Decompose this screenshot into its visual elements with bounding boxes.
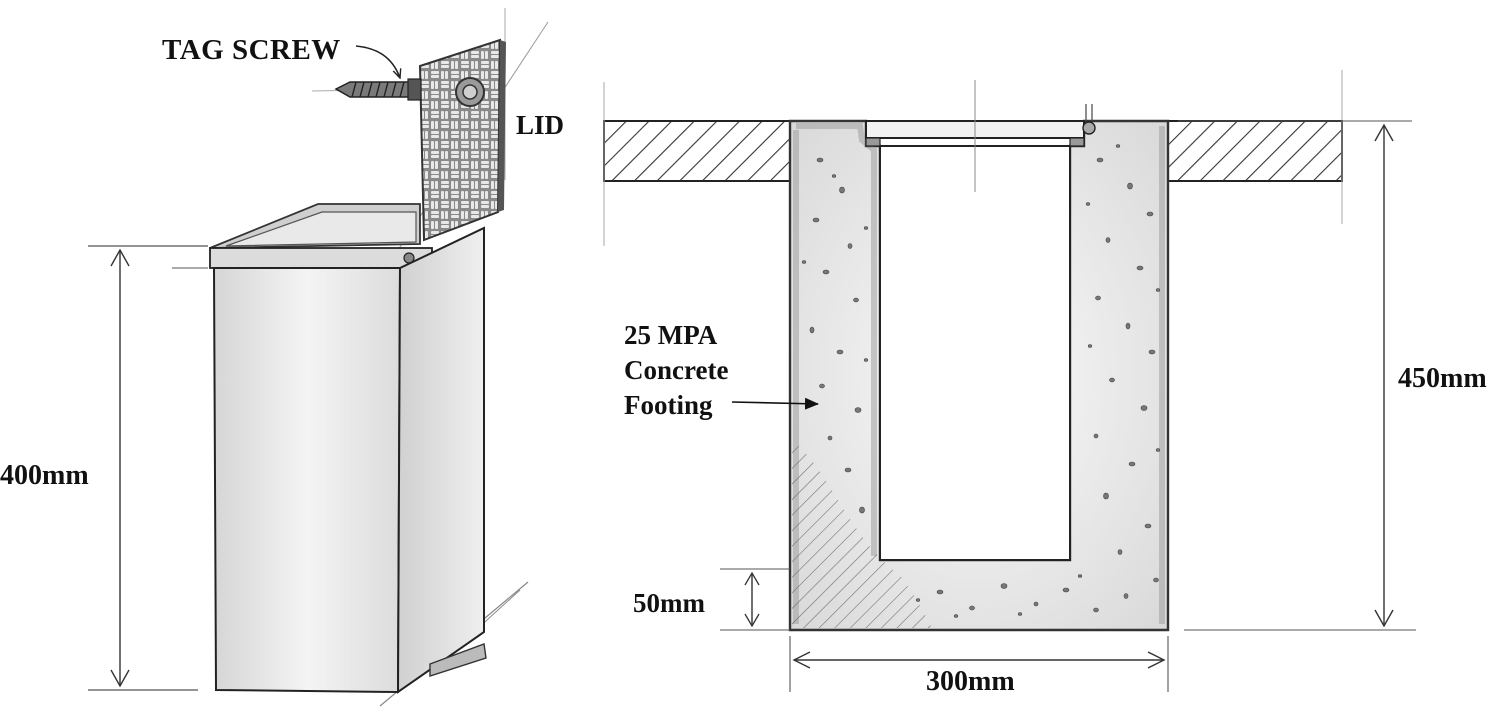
footing-width-label: 300mm xyxy=(926,666,1015,697)
concrete-label-line1: 25 MPA xyxy=(624,320,718,350)
box-height-label: 400mm xyxy=(0,460,89,491)
lid-label: LID xyxy=(516,110,565,140)
concrete-label: 25 MPA Concrete Footing xyxy=(624,318,728,423)
box-foot-tab xyxy=(429,643,487,677)
compacted-base xyxy=(792,440,932,628)
dimension-400 xyxy=(88,245,208,691)
ground-slab-right xyxy=(1167,120,1343,182)
concrete-label-line2: Concrete xyxy=(624,355,729,385)
base-thickness-label: 50mm xyxy=(633,588,705,618)
concrete-leader xyxy=(731,397,819,410)
dimension-50 xyxy=(720,568,790,631)
dimension-450 xyxy=(1178,120,1416,631)
ground-slab-left xyxy=(603,120,791,182)
tag-screw xyxy=(311,78,422,101)
footing-cross-section xyxy=(603,70,1416,692)
footing-height-label: 450mm xyxy=(1398,363,1487,394)
box-side-face xyxy=(396,226,485,694)
tag-screw-leader xyxy=(355,45,400,78)
box-cavity xyxy=(879,145,1071,561)
box-rim xyxy=(209,203,433,269)
lid xyxy=(418,38,506,242)
tag-screw-label: TAG SCREW xyxy=(162,34,341,66)
dimension-300 xyxy=(789,636,1169,692)
box-front-face xyxy=(212,267,402,694)
concrete-label-line3: Footing xyxy=(624,390,713,420)
meter-box-3d xyxy=(88,8,549,707)
section-lid xyxy=(865,104,1096,147)
aggregate-specks xyxy=(801,144,1161,618)
